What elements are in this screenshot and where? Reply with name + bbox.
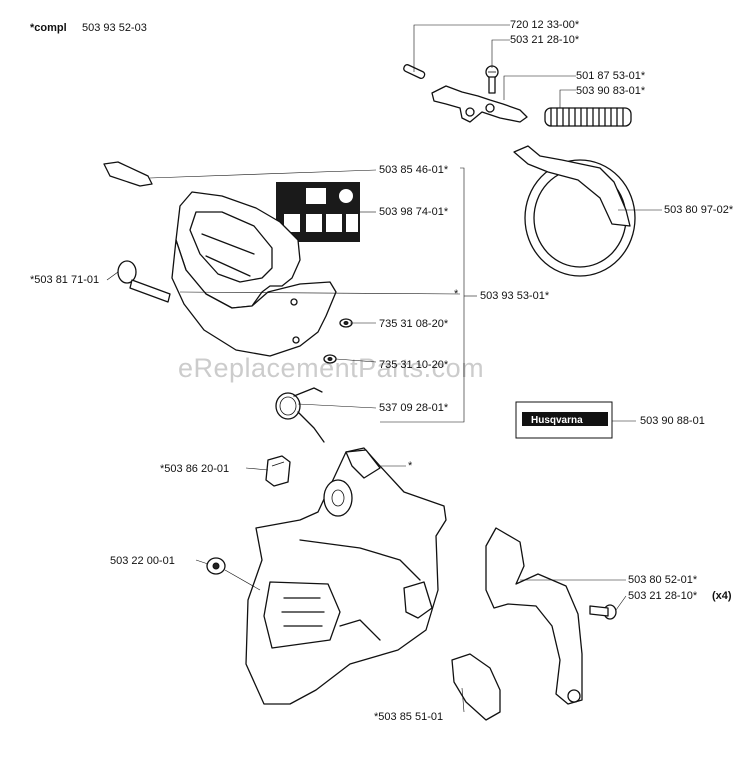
- clutch-cover-body[interactable]: [245, 447, 447, 705]
- label-503855101: *503 85 51-01: [374, 711, 443, 723]
- label-503854601: 503 85 46-01*: [379, 164, 449, 176]
- label-720123300: 720 12 33-00*: [510, 19, 580, 31]
- plate-part-503855101[interactable]: [451, 653, 501, 721]
- label-735310820: 735 31 08-20*: [379, 318, 449, 330]
- housing-part-503935301[interactable]: [171, 239, 337, 357]
- label-503935301: 503 93 53-01*: [480, 290, 550, 302]
- label-qty-x4: (x4): [712, 590, 732, 602]
- guard-part-503805201[interactable]: [485, 527, 583, 705]
- brand-logo: Husqvarna: [531, 415, 583, 426]
- label-503987401: 503 98 74-01*: [379, 206, 449, 218]
- label-503817101: *503 81 71-01: [30, 274, 99, 286]
- handle-part-503854601[interactable]: [103, 161, 301, 309]
- compl-number: 503 93 52-03: [82, 22, 147, 34]
- compl-prefix: *compl: [30, 22, 67, 34]
- logo-plate-part-503908801[interactable]: Husqvarna: [515, 401, 613, 439]
- spring-part-537092801[interactable]: [275, 387, 325, 443]
- spring-part-503908301[interactable]: [544, 107, 632, 127]
- label-503862001: *503 86 20-01: [160, 463, 229, 475]
- part-labels: 720 12 33-00* 503 21 28-10* 501 87 53-01…: [30, 19, 734, 723]
- label-star-cover: *: [408, 460, 413, 472]
- leader-lines: [106, 24, 662, 713]
- label-503935301-star: *: [454, 288, 459, 300]
- nut-part-503220001[interactable]: [206, 557, 226, 575]
- bracket-part-503862001[interactable]: [265, 455, 291, 487]
- label-735311020: 735 31 10-20*: [379, 359, 449, 371]
- tensioner-part-501875301[interactable]: [431, 85, 528, 123]
- label-503220001: 503 22 00-01: [110, 555, 175, 567]
- brake-band-part-503809702[interactable]: [513, 145, 636, 277]
- screw-part-503212810-bottom[interactable]: [589, 604, 617, 620]
- screw-part-503212810-top[interactable]: [485, 65, 499, 94]
- label-503212810-top: 503 21 28-10*: [510, 34, 580, 46]
- bolt-part-503817101[interactable]: [117, 260, 171, 303]
- label-503805201: 503 80 52-01*: [628, 574, 698, 586]
- label-503809702: 503 80 97-02*: [664, 204, 734, 216]
- label-503908301: 503 90 83-01*: [576, 85, 646, 97]
- label-503908801: 503 90 88-01: [640, 415, 705, 427]
- label-503212810-bottom: 503 21 28-10*: [628, 590, 698, 602]
- label-501875301: 501 87 53-01*: [576, 70, 646, 82]
- label-537092801: 537 09 28-01*: [379, 402, 449, 414]
- washer-part-735311020[interactable]: [323, 354, 337, 364]
